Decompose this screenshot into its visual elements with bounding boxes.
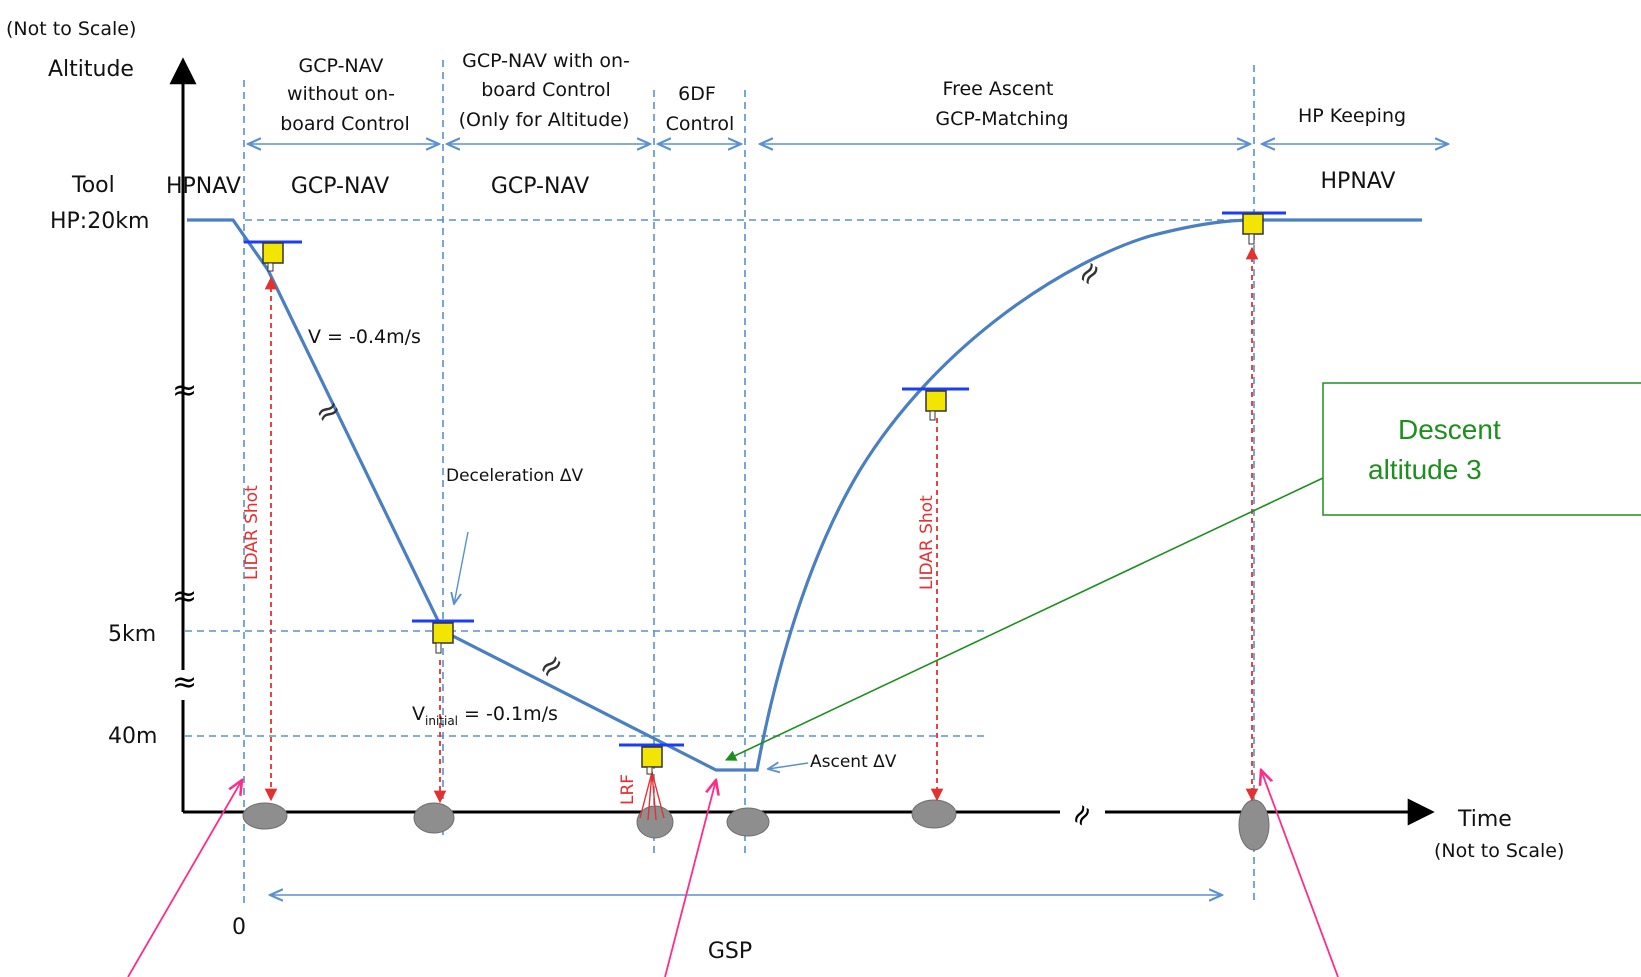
asteroids	[242, 799, 1270, 851]
v-initial-subscript: initial	[425, 714, 458, 728]
trajectory-break-3: ≈	[1068, 253, 1111, 294]
phase-2-line-3: (Only for Altitude)	[459, 109, 630, 131]
tool-phase-5: HPNAV	[1321, 169, 1396, 194]
deceleration-label: Deceleration ΔV	[446, 466, 584, 486]
y-axis-break-3: ≈	[172, 665, 197, 700]
pointer-touchdown	[664, 780, 716, 977]
phase-4-line-2: GCP-Matching	[935, 108, 1068, 130]
spacecraft-2	[412, 619, 474, 654]
y-axis-break-1: ≈	[172, 373, 197, 408]
spacecraft-4	[902, 387, 969, 421]
y-tick-40m: 40m	[108, 724, 157, 749]
asteroid-2	[413, 802, 455, 834]
asteroid-1	[242, 802, 288, 830]
asteroid-6	[1238, 799, 1270, 851]
phase-3-line-2: Control	[666, 113, 735, 135]
x-axis-break: ≈	[1061, 797, 1101, 834]
callout-box	[1322, 382, 1641, 516]
lidar-shots	[264, 246, 1259, 804]
tool-phase-2: GCP-NAV	[491, 174, 589, 199]
spacecraft-5	[1222, 211, 1286, 245]
trajectory-break-2: ≈	[530, 645, 572, 688]
spacecraft-1	[244, 240, 302, 272]
tool-labels: HPNAV GCP-NAV GCP-NAV HPNAV	[166, 169, 1395, 199]
phase-1-line-2: without on-	[287, 83, 395, 105]
phase-boundaries	[243, 60, 1255, 905]
reference-lines	[185, 219, 1254, 737]
tool-hpnav-start: HPNAV	[166, 174, 241, 199]
phase-2-line-1: GCP-NAV with on-	[462, 50, 630, 72]
phase-2-line-2: board Control	[481, 79, 611, 101]
phase-1-line-3: board Control	[280, 113, 410, 135]
y-tick-5km: 5km	[108, 622, 156, 647]
pointer-hp-return	[1261, 770, 1339, 977]
trajectory	[187, 218, 1422, 772]
v-initial-prefix: V	[412, 703, 425, 725]
magenta-pointers	[127, 770, 1339, 977]
asteroid-5	[911, 799, 957, 829]
lrf-beams	[639, 771, 665, 821]
spacecraft-markers	[244, 211, 1286, 775]
ascent-label: Ascent ΔV	[810, 752, 897, 772]
v-initial-label: Vinitial = -0.1m/s	[412, 703, 558, 728]
x-origin-label: 0	[232, 915, 246, 940]
callout-line-1: Descent	[1398, 414, 1501, 445]
phase-arrows	[248, 144, 1448, 895]
tool-label: Tool	[71, 173, 115, 198]
phase-5-line-1: HP Keeping	[1298, 105, 1406, 127]
x-axis-title: Time	[1457, 807, 1512, 832]
callout-pointer	[724, 477, 1324, 761]
phase-4-line-1: Free Ascent	[943, 78, 1054, 100]
lidar-shot-label-1: LIDAR Shot	[242, 485, 262, 580]
phase-3-line-1: 6DF	[678, 83, 716, 105]
y-axis-break-2: ≈	[172, 579, 197, 614]
y-tick-hp: HP:20km	[50, 209, 149, 234]
lrf-label: LRF	[618, 774, 638, 805]
callout-line-2: altitude 3	[1368, 454, 1482, 485]
gsp-label: GSP	[708, 939, 752, 964]
ascent-pointer	[768, 763, 809, 769]
pointer-start	[127, 780, 242, 977]
deceleration-pointer	[454, 531, 469, 604]
spacecraft-3	[619, 743, 684, 775]
velocity-descent-label: V = -0.4m/s	[308, 326, 421, 348]
tool-phase-1: GCP-NAV	[291, 174, 389, 199]
trajectory-breaks: ≈ ≈ ≈	[309, 253, 1112, 688]
lidar-shot-label-2: LIDAR Shot	[917, 495, 937, 590]
x-scale-note: (Not to Scale)	[1434, 840, 1564, 862]
phase-1-line-1: GCP-NAV	[299, 55, 384, 77]
y-axis-title: Altitude	[48, 57, 134, 82]
phase-titles: GCP-NAV without on- board Control GCP-NA…	[280, 50, 1406, 135]
asteroid-4	[726, 807, 770, 837]
y-scale-note: (Not to Scale)	[6, 18, 136, 40]
v-initial-suffix: = -0.1m/s	[458, 703, 558, 725]
trajectory-break-1: ≈	[309, 390, 348, 433]
